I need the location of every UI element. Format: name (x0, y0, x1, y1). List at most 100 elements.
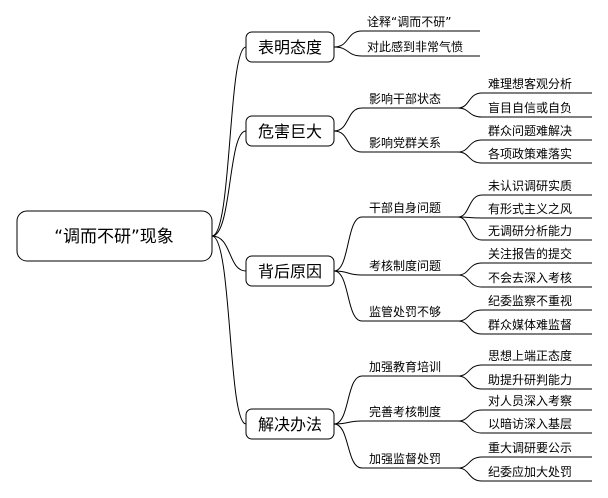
edge-b1-c1-l0 (457, 139, 483, 153)
branch-node-label: 表明态度 (258, 38, 322, 57)
edge-root-b1 (211, 130, 247, 237)
leaf-node[interactable]: 以暗访深入基层 (482, 416, 592, 434)
sub-node[interactable]: 加强监督处罚 (362, 451, 458, 469)
sub-node-label: 干部自身问题 (369, 200, 441, 215)
leaf-node[interactable]: 无调研分析能力 (482, 224, 592, 241)
sub-node[interactable]: 干部自身问题 (362, 200, 458, 218)
sub-node-label: 加强教育培训 (369, 359, 441, 374)
sub-node-label: 影响党群关系 (369, 135, 441, 150)
branch-node-label: 危害巨大 (258, 122, 322, 141)
sub-node[interactable]: 对此感到非常气愤 (362, 39, 480, 57)
branch-node-banfa[interactable]: 解决办法 (245, 408, 335, 440)
branch-node-label: 背后原因 (258, 262, 322, 281)
edge-b1-c0-l1 (457, 107, 483, 118)
sub-node[interactable]: 加强教育培训 (362, 359, 458, 377)
edge-b2-c2-l1 (457, 320, 483, 335)
leaf-node-label: 重大调研要公示 (488, 441, 572, 455)
edge-b2-c0 (333, 216, 363, 272)
root-node-box (16, 210, 213, 262)
leaf-node-label: 盲目自信或自负 (488, 100, 572, 115)
sub-node[interactable]: 影响干部状态 (362, 91, 458, 109)
edge-b2-c2-l0 (457, 309, 483, 322)
leaf-node-label: 思想上端正态度 (488, 348, 572, 363)
edge-b0-c0 (333, 30, 363, 48)
sub-node-label: 诠释“调而不研” (367, 14, 451, 29)
edge-b2-c1-l0 (457, 262, 483, 276)
root-node[interactable]: “调而不研”现象 (16, 210, 213, 262)
edge-b2-c0-l0 (457, 194, 483, 218)
branch-node-yuanyin[interactable]: 背后原因 (245, 255, 335, 287)
leaf-node[interactable]: 重大调研要公示 (482, 441, 592, 458)
branch-node-label: 解决办法 (258, 415, 322, 434)
edge-b3-c1 (333, 420, 363, 425)
sub-node[interactable]: 完善考核制度 (362, 404, 458, 422)
leaf-node-label: 群众问题难解决 (488, 124, 572, 138)
leaf-node-label: 群众媒体难监督 (488, 317, 572, 332)
edge-b2-c0-l2 (457, 216, 483, 241)
leaf-node[interactable]: 群众媒体难监督 (482, 317, 592, 335)
edge-b3-c1-l0 (457, 409, 483, 422)
branch-node-weihai[interactable]: 危害巨大 (245, 115, 335, 147)
sub-node-label: 影响干部状态 (369, 91, 441, 106)
leaf-node-label: 对人员深入考察 (488, 394, 572, 408)
branch-node-box (245, 255, 335, 287)
leaf-node[interactable]: 盲目自信或自负 (482, 100, 592, 118)
leaf-node[interactable]: 各项政策难落实 (482, 146, 592, 164)
edge-b3-c1-l1 (457, 420, 483, 434)
leaf-node[interactable]: 难理想客观分析 (482, 76, 592, 94)
leaf-node[interactable]: 助提升研判能力 (482, 372, 592, 390)
leaf-node[interactable]: 纪委应加大处罚 (482, 464, 592, 482)
leaf-node-label: 纪委监察不重视 (488, 293, 572, 308)
leaf-node[interactable]: 关注报告的提交 (482, 246, 592, 264)
branch-node-box (245, 408, 335, 440)
sub-node-label: 考核制度问题 (369, 258, 441, 273)
sub-node-label: 完善考核制度 (369, 404, 441, 419)
connectors (211, 30, 483, 482)
leaf-node-label: 不会去深入考核 (488, 271, 572, 285)
leaf-node-label: 无调研分析能力 (488, 224, 572, 238)
edge-root-b0 (211, 46, 247, 237)
leaf-node-label: 难理想客观分析 (488, 76, 572, 91)
edge-b2-c1-l1 (457, 274, 483, 288)
leaf-node[interactable]: 对人员深入考察 (482, 394, 592, 411)
edge-b2-c2 (333, 270, 363, 322)
edge-b3-c0 (333, 375, 363, 425)
leaf-node[interactable]: 思想上端正态度 (482, 348, 592, 366)
leaf-node[interactable]: 有形式主义之风 (482, 202, 592, 219)
root-node-label: “调而不研”现象 (54, 227, 174, 247)
edge-b1-c0-l0 (457, 92, 483, 109)
sub-node-label: 加强监督处罚 (369, 451, 441, 466)
sub-node[interactable]: 考核制度问题 (362, 258, 458, 276)
edge-b3-c2 (333, 423, 363, 469)
edge-b3-c2-l0 (457, 456, 483, 469)
sub-node[interactable]: 影响党群关系 (362, 135, 458, 153)
sub-node[interactable]: 诠释“调而不研” (362, 14, 480, 32)
leaf-node-label: 各项政策难落实 (488, 146, 572, 161)
branch-node-box (245, 31, 335, 63)
edge-b2-c1 (333, 270, 363, 276)
branch-node-biaoming[interactable]: 表明态度 (245, 31, 335, 63)
sub-node[interactable]: 监管处罚不够 (362, 304, 458, 322)
leaf-node[interactable]: 不会去深入考核 (482, 271, 592, 288)
sub-node-label: 监管处罚不够 (369, 304, 441, 319)
leaf-node-label: 关注报告的提交 (488, 246, 572, 261)
leaf-node[interactable]: 纪委监察不重视 (482, 293, 592, 311)
leaf-node-label: 助提升研判能力 (488, 372, 572, 387)
edge-b1-c0 (333, 107, 363, 132)
edge-root-b3 (211, 235, 247, 425)
leaf-node-label: 纪委应加大处罚 (488, 464, 572, 479)
edge-root-b2 (211, 235, 247, 272)
edge-b3-c0-l1 (457, 375, 483, 390)
leaf-node-label: 以暗访深入基层 (488, 416, 572, 431)
leaf-node-label: 未认识调研实质 (488, 178, 572, 193)
branch-node-box (245, 115, 335, 147)
sub-node-label: 对此感到非常气愤 (367, 39, 463, 54)
leaf-node-label: 有形式主义之风 (488, 202, 572, 216)
leaf-node[interactable]: 群众问题难解决 (482, 124, 592, 141)
edge-b3-c0-l0 (457, 364, 483, 377)
leaf-node[interactable]: 未认识调研实质 (482, 178, 592, 196)
edge-b0-c1 (333, 46, 363, 57)
edge-b3-c2-l1 (457, 467, 483, 482)
edge-b1-c1-l1 (457, 151, 483, 164)
